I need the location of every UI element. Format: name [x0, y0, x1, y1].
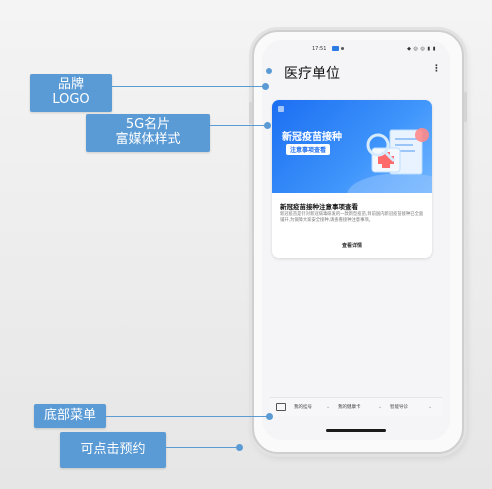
callout-clickable: 可点击预约 [60, 432, 166, 468]
view-details-link[interactable]: 查看详情 [341, 243, 362, 249]
status-icons: ◆ ◎ ◎ ▮ ▮ [407, 46, 436, 52]
phone-screen: 17:51 ◆ ◎ ◎ ▮ ▮ 医疗单位 ⋮ [262, 40, 450, 440]
volume-button [249, 102, 252, 124]
callout-brand-logo-line1: 品牌 [57, 77, 84, 93]
callout-line [166, 447, 238, 448]
callout-card-style-line2: 富媒体样式 [115, 132, 181, 147]
callout-card-style-line1: 5G名片 [125, 117, 171, 133]
brand-logo [266, 68, 272, 74]
banner-tag[interactable]: 注意事项查看 [286, 144, 331, 155]
callout-dot [262, 83, 269, 90]
phone-frame: 17:51 ◆ ◎ ◎ ▮ ▮ 医疗单位 ⋮ [249, 30, 467, 454]
menu-item-my-registration[interactable]: 我的挂号 [294, 405, 312, 410]
callout-line [112, 86, 264, 87]
menu-separator: ⌄ [326, 404, 331, 410]
menu-item-smart-guide[interactable]: 智能导诊 [390, 405, 408, 410]
home-indicator [326, 429, 386, 432]
rich-media-card[interactable]: 新冠疫苗接种 注意事项查看 新冠疫苗接种注意事项查看 新冠疫苗是针对新冠病毒研发… [272, 100, 432, 258]
banner-title: 新冠疫苗接种 [282, 132, 342, 143]
callout-bottom-menu: 底部菜单 [34, 404, 106, 428]
power-button [464, 92, 467, 122]
status-bar: 17:51 ◆ ◎ ◎ ▮ ▮ [262, 44, 450, 54]
menu-separator: ⌄ [378, 404, 383, 410]
callout-line [210, 125, 266, 126]
callout-dot [236, 444, 243, 451]
callout-line [106, 416, 268, 417]
app-header: 医疗单位 ⋮ [262, 62, 450, 82]
callout-brand-logo-line2: LOGO [52, 92, 90, 107]
callout-card-style: 5G名片 富媒体样式 [86, 114, 210, 152]
signal-dot-icon [341, 47, 344, 50]
card-banner[interactable]: 新冠疫苗接种 注意事项查看 [272, 100, 432, 193]
page-title: 医疗单位 [284, 66, 340, 82]
card-heading: 新冠疫苗接种注意事项查看 [280, 203, 358, 211]
card-body: 新冠疫苗是针对新冠病毒研发的一款新型疫苗,目前国内新冠疫苗接种已全面铺开,为保障… [280, 212, 424, 223]
callout-dot [266, 413, 273, 420]
more-vert-icon[interactable]: ⋮ [432, 64, 441, 74]
callout-brand-logo: 品牌 LOGO [30, 74, 112, 112]
callout-dot [264, 122, 271, 129]
callout-bottom-menu-label: 底部菜单 [43, 407, 96, 423]
banner-illustration [278, 106, 432, 193]
menu-separator: ⌄ [428, 404, 433, 410]
menu-item-health-card[interactable]: 我的健康卡 [338, 405, 361, 410]
bottom-menu: 我的挂号 ⌄ 我的健康卡 ⌄ 智能导诊 ⌄ [270, 397, 442, 416]
status-time: 17:51 [312, 46, 327, 52]
network-icon [332, 46, 339, 51]
callout-clickable-label: 可点击预约 [80, 441, 146, 457]
keyboard-icon[interactable] [276, 403, 286, 411]
